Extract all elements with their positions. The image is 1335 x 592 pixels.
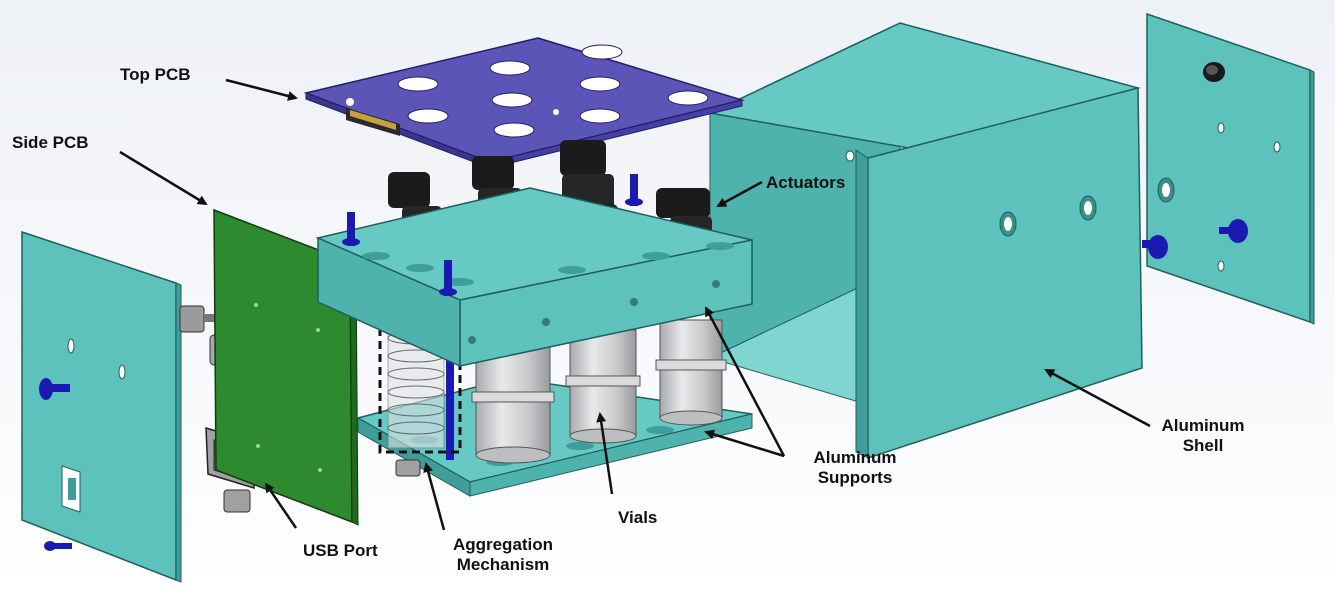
label-aluminum-shell: Aluminum Shell bbox=[1160, 416, 1246, 456]
label-aluminum-shell-line2: Shell bbox=[1182, 436, 1224, 455]
vial bbox=[655, 319, 727, 426]
label-aggregation-line1: Aggregation bbox=[452, 535, 554, 554]
vial bbox=[471, 344, 555, 464]
screw-blue bbox=[44, 541, 72, 551]
screw-blue bbox=[1142, 235, 1168, 259]
label-aluminum-supports-line2: Supports bbox=[817, 468, 893, 487]
screw-blue bbox=[1219, 219, 1248, 243]
leader-arrows bbox=[119, 78, 1151, 531]
label-actuators: Actuators bbox=[766, 173, 846, 192]
knob bbox=[1203, 62, 1225, 82]
upper-support-plate bbox=[315, 187, 753, 368]
top-pcb bbox=[303, 37, 745, 169]
label-vials: Vials bbox=[618, 508, 658, 527]
vials bbox=[471, 319, 727, 464]
label-side-pcb: Side PCB bbox=[12, 133, 89, 152]
label-aluminum-supports: Aluminum Supports bbox=[796, 448, 914, 488]
left-end-plate bbox=[21, 230, 182, 583]
label-usb-port: USB Port bbox=[303, 541, 378, 560]
aggregation-mechanism bbox=[377, 297, 462, 477]
label-aluminum-supports-line1: Aluminum bbox=[813, 448, 897, 467]
label-aggregation-mechanism: Aggregation Mechanism bbox=[434, 535, 572, 575]
aluminum-shell bbox=[707, 22, 1175, 460]
right-end-plate bbox=[1146, 12, 1315, 325]
label-aluminum-shell-line1: Aluminum bbox=[1161, 416, 1245, 435]
label-aggregation-line2: Mechanism bbox=[456, 555, 550, 574]
label-top-pcb: Top PCB bbox=[120, 65, 191, 84]
screw-blue bbox=[39, 378, 70, 400]
screws-blue bbox=[342, 174, 643, 296]
lower-support-plate bbox=[356, 377, 753, 497]
